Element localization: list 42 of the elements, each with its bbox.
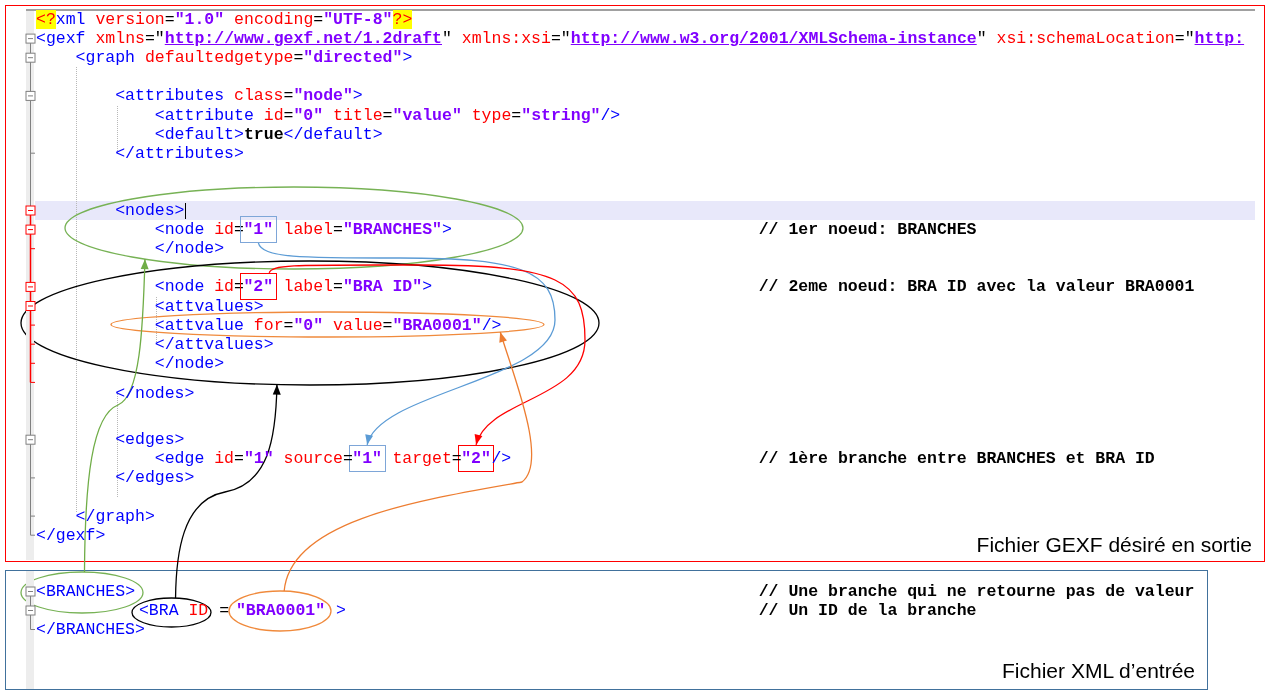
code-text: <nodes> xyxy=(115,201,185,220)
arrow xyxy=(257,241,556,446)
code-comment: // 1ère branche entre BRANCHES et BRA ID xyxy=(758,449,1155,469)
code-text: </attributes> xyxy=(115,143,244,163)
code-text: > xyxy=(335,601,346,620)
code-text: </nodes> xyxy=(115,384,195,404)
highlight-ellipse xyxy=(64,186,524,270)
code-text: </graph> xyxy=(75,506,155,526)
code-comment: // 2eme noeud: BRA ID avec la valeur BRA0001 xyxy=(758,277,1195,297)
arrow xyxy=(268,264,586,446)
code-text: </gexf> xyxy=(36,525,106,545)
highlight-ellipse xyxy=(228,590,332,632)
code-text: "BRA0001" xyxy=(235,601,326,620)
code-text: </node> xyxy=(154,353,225,373)
code-text: = xyxy=(219,601,230,620)
code-text: </BRANCHES> xyxy=(36,620,145,639)
highlight-ellipse xyxy=(110,311,545,338)
panel-caption: Fichier XML d’entrée xyxy=(1002,659,1195,683)
code-comment: // Un ID de la branche xyxy=(758,601,977,620)
code-text: <BRANCHES> xyxy=(36,582,136,601)
code-text: label="BRA ID"> xyxy=(283,277,433,297)
code-text: <attribute id="0" title="value" type="string"/> xyxy=(154,105,621,125)
arrow xyxy=(174,383,281,599)
code-text: <graph defaultedgetype="directed"> xyxy=(75,48,413,68)
code-text: </edges> xyxy=(115,468,195,488)
code-text: <attributes class="node"> xyxy=(115,86,363,106)
code-text: <default>true</default> xyxy=(154,124,383,144)
arrow xyxy=(283,331,533,592)
code-comment: // 1er noeud: BRANCHES xyxy=(758,220,977,240)
code-text: <BRA ID xyxy=(138,601,209,620)
code-text: label="BRANCHES"> xyxy=(283,220,452,240)
panel-caption: Fichier GEXF désiré en sortie xyxy=(976,533,1252,557)
code-text: </node> xyxy=(154,239,225,259)
code-comment: // Une branche qui ne retourne pas de valeur xyxy=(758,582,1195,601)
code-text: <gexf xmlns="http://www.gexf.net/1.2draft" xmlns:xsi="http://www.w3.org/2001/XMLSchema-instance" xsi:schemaLocation="http: xyxy=(36,29,1245,49)
code-text: <edges> xyxy=(115,430,185,450)
highlight-ellipse xyxy=(20,260,600,386)
code-text: </attvalues> xyxy=(154,334,274,354)
code-panel xyxy=(5,570,1208,690)
arrow xyxy=(83,258,149,573)
code-panel xyxy=(5,5,1265,562)
code-text: <attvalue for="0" value="BRA0001"/> xyxy=(154,315,502,335)
